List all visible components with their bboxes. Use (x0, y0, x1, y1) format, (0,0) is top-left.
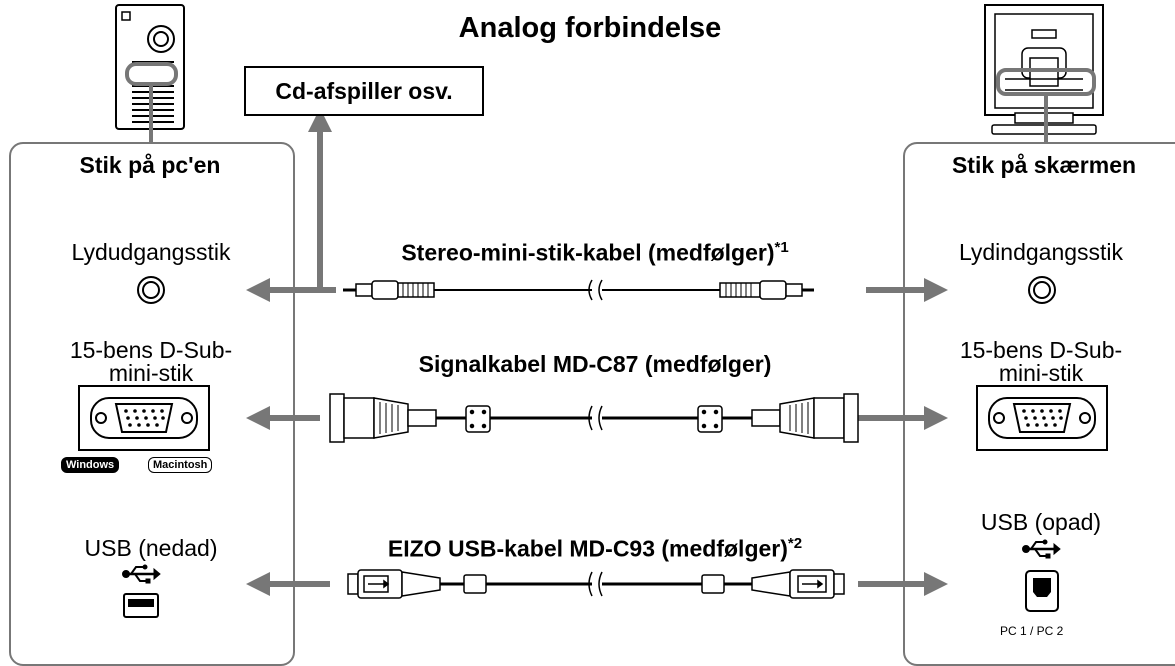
usb-symbol-icon (1022, 539, 1061, 559)
pc-panel-heading: Stik på pc'en (79, 152, 221, 178)
signal-cable (329, 393, 859, 443)
monitor-usb-label: USB (opad) (980, 509, 1102, 535)
audio-jack-icon (1028, 276, 1056, 304)
pc-dsub-label-line1: 15-bens D-Sub- (69, 337, 233, 363)
monitor-audio-in-label: Lydindgangsstik (958, 239, 1124, 265)
usb-symbol-icon (122, 564, 161, 584)
monitor-back-icon (984, 4, 1104, 135)
connection-diagram (78, 4, 1108, 618)
pc-audio-out-label: Lydudgangsstik (71, 239, 231, 265)
usb-cable (347, 569, 845, 599)
cd-player-box: Cd-afspiller osv. (244, 66, 484, 116)
diagram-title: Analog forbindelse (458, 12, 722, 44)
pc-dsub-label-line2: mini-stik (108, 360, 194, 386)
usb-cable-note: *2 (787, 535, 803, 552)
usb-a-port-icon (123, 593, 159, 618)
monitor-dsub-label-line2: mini-stik (998, 360, 1084, 386)
signal-cable-label: Signalkabel MD-C87 (medfølger) (418, 351, 772, 377)
usb-cable-text: EIZO USB-kabel MD-C93 (medfølger) (387, 535, 788, 562)
monitor-dsub-label-line1: 15-bens D-Sub- (959, 337, 1123, 363)
pc-usb-label: USB (nedad) (84, 535, 218, 561)
audio-cable-label: Stereo-mini-stik-kabel (medfølger)*1 (330, 239, 860, 267)
audio-cable-text: Stereo-mini-stik-kabel (medfølger) (401, 239, 775, 266)
usb-cable-label: EIZO USB-kabel MD-C93 (medfølger)*2 (330, 535, 860, 563)
audio-cable-note: *1 (774, 239, 789, 256)
audio-cable (343, 279, 814, 301)
macintosh-badge: Macintosh (148, 457, 213, 473)
pc-tower-icon (115, 4, 185, 130)
windows-badge: Windows (61, 457, 120, 473)
audio-jack-icon (137, 276, 165, 304)
usb-b-port-icon (1025, 570, 1059, 612)
monitor-panel-heading: Stik på skærmen (951, 152, 1137, 178)
dsub-connector-icon (976, 385, 1108, 451)
dsub-connector-icon (78, 385, 210, 451)
pc-ports-label: PC 1 / PC 2 (1000, 624, 1064, 638)
